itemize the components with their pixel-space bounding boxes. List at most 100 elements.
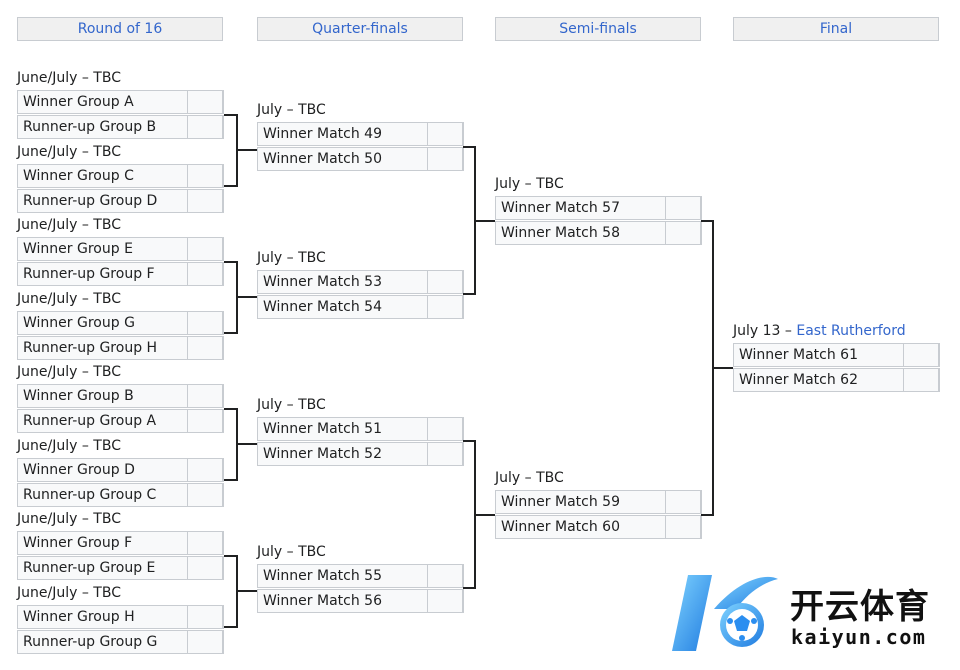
- watermark-logo: 开云体育 kaiyun.com: [670, 565, 955, 665]
- score-cell: [427, 417, 463, 441]
- match-sf-1: July – TBC Winner Match 57 Winner Match …: [495, 174, 702, 245]
- connector-line: [463, 440, 495, 589]
- score-cell: [187, 262, 223, 286]
- score-cell: [665, 515, 701, 539]
- kaiyun-logo-icon: [672, 575, 778, 651]
- team-slot: Runner-up Group H: [17, 336, 224, 360]
- score-cell: [187, 311, 223, 335]
- watermark-domain-text: kaiyun.com: [791, 625, 927, 649]
- team-name: Winner Match 60: [501, 519, 620, 535]
- connector-line: [224, 114, 257, 187]
- match-r16-2: June/July – TBC Winner Group C Runner-up…: [17, 142, 224, 213]
- team-slot: Runner-up Group A: [17, 409, 224, 433]
- team-name: Winner Match 61: [739, 347, 858, 363]
- match-date: June/July – TBC: [17, 585, 121, 601]
- score-cell: [665, 221, 701, 245]
- team-slot: Runner-up Group C: [17, 483, 224, 507]
- match-date: June/July – TBC: [17, 217, 121, 233]
- score-cell: [903, 368, 939, 392]
- match-date: July – TBC: [257, 250, 326, 266]
- score-cell: [187, 164, 223, 188]
- connector-line: [224, 555, 257, 628]
- match-r16-8: June/July – TBC Winner Group H Runner-up…: [17, 583, 224, 654]
- team-name: Runner-up Group F: [23, 266, 155, 282]
- score-cell: [187, 630, 223, 654]
- match-date: June/July – TBC: [17, 438, 121, 454]
- match-r16-3: June/July – TBC Winner Group E Runner-up…: [17, 215, 224, 286]
- match-date: July – TBC: [257, 102, 326, 118]
- team-name: Winner Match 57: [501, 200, 620, 216]
- match-date: June/July – TBC: [17, 511, 121, 527]
- score-cell: [187, 531, 223, 555]
- match-qf-1: July – TBC Winner Match 49 Winner Match …: [257, 100, 464, 171]
- match-date: June/July – TBC: [17, 364, 121, 380]
- team-slot: Winner Group F: [17, 531, 224, 555]
- score-cell: [427, 270, 463, 294]
- team-slot: Winner Group E: [17, 237, 224, 261]
- score-cell: [187, 458, 223, 482]
- round-header-quarter-finals: Quarter-finals: [257, 17, 463, 41]
- team-slot: Winner Group H: [17, 605, 224, 629]
- score-cell: [427, 564, 463, 588]
- team-slot: Winner Match 59: [495, 490, 702, 514]
- venue-link[interactable]: East Rutherford: [796, 323, 906, 339]
- team-name: Runner-up Group H: [23, 340, 158, 356]
- team-slot: Winner Match 58: [495, 221, 702, 245]
- score-cell: [903, 343, 939, 367]
- team-name: Winner Match 55: [263, 568, 382, 584]
- score-cell: [187, 336, 223, 360]
- team-name: Winner Group D: [23, 462, 135, 478]
- team-slot: Winner Group B: [17, 384, 224, 408]
- match-date: June/July – TBC: [17, 144, 121, 160]
- score-cell: [187, 483, 223, 507]
- team-slot: Winner Group A: [17, 90, 224, 114]
- team-name: Runner-up Group G: [23, 634, 158, 650]
- score-cell: [187, 115, 223, 139]
- score-cell: [187, 90, 223, 114]
- team-slot: Winner Group C: [17, 164, 224, 188]
- team-slot: Winner Group D: [17, 458, 224, 482]
- team-name: Winner Group A: [23, 94, 134, 110]
- match-sf-2: July – TBC Winner Match 59 Winner Match …: [495, 468, 702, 539]
- team-slot: Winner Match 62: [733, 368, 940, 392]
- match-qf-4: July – TBC Winner Match 55 Winner Match …: [257, 542, 464, 613]
- connector-line: [224, 261, 257, 334]
- team-name: Winner Match 50: [263, 151, 382, 167]
- team-slot: Winner Match 54: [257, 295, 464, 319]
- team-name: Runner-up Group C: [23, 487, 157, 503]
- match-r16-7: June/July – TBC Winner Group F Runner-up…: [17, 509, 224, 580]
- team-name: Winner Match 52: [263, 446, 382, 462]
- connector-line: [224, 408, 257, 481]
- score-cell: [187, 409, 223, 433]
- connector-line: [463, 146, 495, 295]
- match-date: July – TBC: [257, 544, 326, 560]
- score-cell: [187, 556, 223, 580]
- team-name: Winner Group F: [23, 535, 133, 551]
- round-header-final: Final: [733, 17, 939, 41]
- team-slot: Winner Match 50: [257, 147, 464, 171]
- team-slot: Winner Match 56: [257, 589, 464, 613]
- team-slot: Winner Match 49: [257, 122, 464, 146]
- match-qf-3: July – TBC Winner Match 51 Winner Match …: [257, 395, 464, 466]
- final-date: July 13 –: [733, 323, 797, 339]
- score-cell: [427, 295, 463, 319]
- match-date: July – TBC: [495, 176, 564, 192]
- team-slot: Runner-up Group D: [17, 189, 224, 213]
- match-date: July 13 – East Rutherford: [733, 321, 940, 343]
- team-name: Runner-up Group A: [23, 413, 157, 429]
- watermark-chinese-text: 开云体育: [790, 587, 930, 627]
- match-date: July – TBC: [495, 470, 564, 486]
- team-slot: Winner Match 51: [257, 417, 464, 441]
- team-name: Runner-up Group D: [23, 193, 158, 209]
- match-r16-5: June/July – TBC Winner Group B Runner-up…: [17, 362, 224, 433]
- round-header-semi-finals: Semi-finals: [495, 17, 701, 41]
- team-name: Winner Group G: [23, 315, 135, 331]
- score-cell: [427, 442, 463, 466]
- match-r16-4: June/July – TBC Winner Group G Runner-up…: [17, 289, 224, 360]
- match-r16-1: June/July – TBC Winner Group A Runner-up…: [17, 68, 224, 139]
- connector-line: [701, 220, 733, 516]
- match-date: June/July – TBC: [17, 291, 121, 307]
- team-slot: Winner Match 52: [257, 442, 464, 466]
- team-slot: Runner-up Group E: [17, 556, 224, 580]
- team-name: Winner Group E: [23, 241, 133, 257]
